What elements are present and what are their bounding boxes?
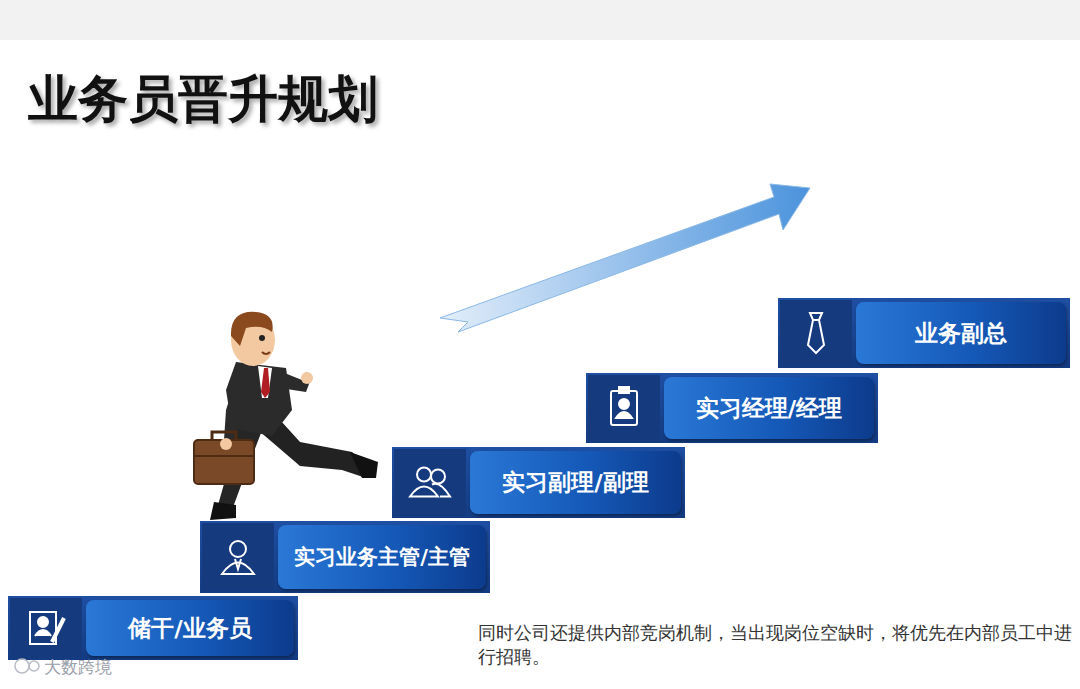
step-label: 实习业务主管/主管 bbox=[294, 545, 470, 569]
step-ground bbox=[778, 298, 1070, 368]
step-label-box: 实习业务主管/主管 bbox=[278, 525, 486, 589]
page-title: 业务员晋升规划 bbox=[28, 66, 378, 133]
step-ground bbox=[200, 521, 490, 593]
step-icon bbox=[30, 612, 64, 644]
rising-arrow bbox=[440, 184, 810, 332]
step-label-box: 储干/业务员 bbox=[86, 600, 294, 656]
step-label-box: 实习副理/副理 bbox=[470, 451, 681, 514]
icon-square bbox=[10, 598, 82, 658]
step-ground bbox=[586, 373, 878, 443]
note-text: 同时公司还提供内部竞岗机制，当出现岗位空缺时，将优先在内部员工中进行招聘。 bbox=[478, 621, 1073, 669]
icon-square bbox=[394, 449, 466, 516]
watermark-logo bbox=[15, 659, 39, 673]
step-label: 业务副总 bbox=[915, 319, 1007, 348]
step-label-box: 业务副总 bbox=[856, 302, 1066, 364]
step-ground bbox=[8, 596, 298, 660]
step-icon bbox=[808, 313, 824, 353]
stair-steps bbox=[8, 298, 1070, 660]
watermark: 大数跨境 bbox=[44, 656, 112, 679]
step-icon bbox=[410, 468, 450, 497]
step-label-box: 实习经理/经理 bbox=[664, 377, 874, 439]
top-band bbox=[0, 0, 1080, 40]
icon-square bbox=[588, 375, 660, 441]
businessman bbox=[194, 312, 378, 520]
step-ground bbox=[392, 447, 685, 518]
step-icon bbox=[222, 541, 254, 574]
step-label: 实习经理/经理 bbox=[696, 394, 842, 423]
step-label: 储干/业务员 bbox=[128, 614, 251, 643]
step-label: 实习副理/副理 bbox=[502, 468, 648, 497]
icon-square bbox=[780, 300, 852, 366]
step-icon bbox=[611, 387, 637, 425]
icon-square bbox=[202, 523, 274, 591]
